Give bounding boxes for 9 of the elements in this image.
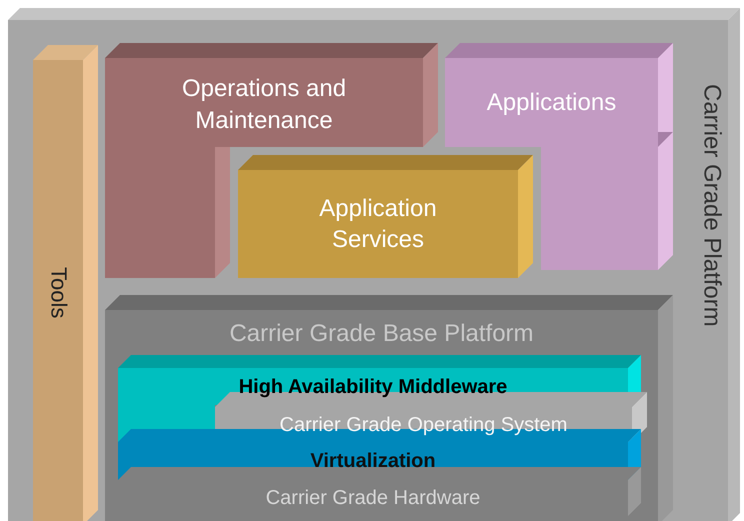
layer-label: Tools [45,266,72,318]
layer-label: Virtualization [310,449,436,474]
layer-label: High Availability Middleware [238,374,508,400]
layer-label: Operations and Maintenance [180,74,348,136]
layer-label: Application Services [318,194,438,255]
layer-label: Carrier Grade Hardware [266,486,480,511]
layer-label: Applications [486,88,616,118]
layer-label: Carrier Grade Platform [698,84,727,326]
layer-label: Carrier Grade Base Platform [229,319,534,350]
